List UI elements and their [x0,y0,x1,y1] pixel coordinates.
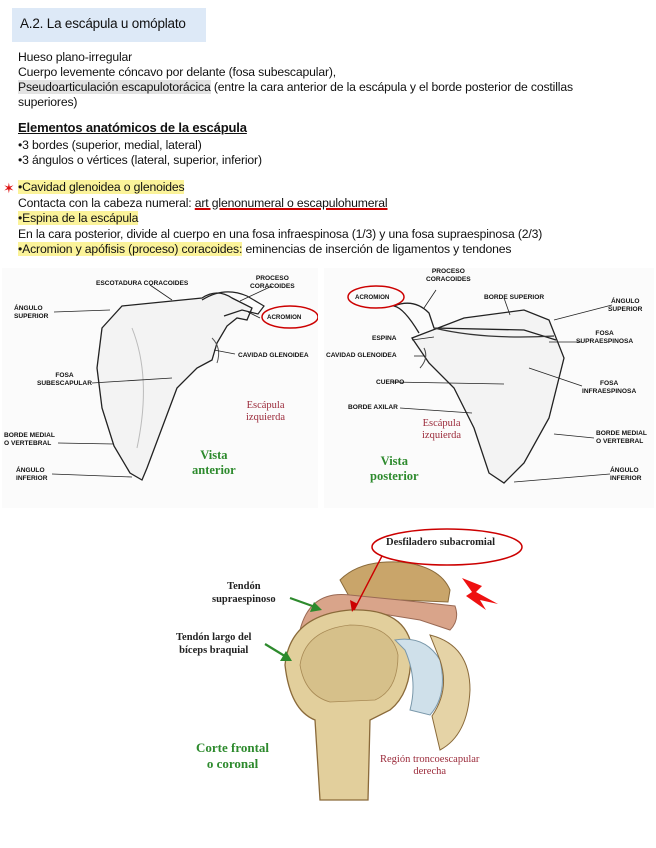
label-cavidad-glenoidea: CAVIDAD GLENOIDEA [238,352,309,360]
item-glenoid: •Cavidad glenoidea o glenoides [18,180,184,194]
coronal-section-drawing [0,520,656,820]
spine-highlight: •Espina de la escápula [18,211,138,225]
contact-text: Contacta con la cabeza numeral: [18,196,195,210]
label-borde-axilar: BORDE AXILAR [348,404,398,412]
label-cuerpo: CUERPO [376,379,404,387]
label-fosa-subescapular: FOSA SUBESCAPULAR [37,372,92,387]
label-tendon-biceps: Tendón largo del bíceps braquial [176,632,251,657]
label-vista-posterior: Vista posterior [370,454,419,484]
label-vista-anterior: Vista anterior [192,448,236,478]
acromion-text: eminencias de inserción de ligamentos y … [242,242,511,256]
item-spine: •Espina de la escápula [18,211,138,225]
label-corte-frontal: Corte frontal o coronal [196,740,269,771]
pseudo-highlight: Pseudoarticulación escapulotorácica [18,80,211,94]
label-angulo-inferior-post: ÁNGULO INFERIOR [610,467,642,482]
label-borde-superior: BORDE SUPERIOR [484,294,544,302]
label-angulo-inferior: ÁNGULO INFERIOR [16,467,48,482]
contact-underlined: art glenonumeral o escapulohumeral [195,196,388,210]
label-borde-medial-post: BORDE MEDIAL O VERTEBRAL [596,430,647,445]
item-contact: Contacta con la cabeza numeral: art glen… [18,196,388,210]
label-escapula-izquierda: Escápula izquierda [246,400,285,424]
glenoid-highlight: •Cavidad glenoidea o glenoides [18,180,184,194]
label-acromion: ACROMION [267,314,301,321]
intro-line-2: Cuerpo levemente cóncavo por delante (fo… [18,65,336,79]
item-acromion: •Acromion y apófisis (proceso) coracoide… [18,242,511,256]
label-proceso-coracoides-post: PROCESO CORACOIDES [426,268,471,283]
posterior-figure: PROCESO CORACOIDES ACROMION BORDE SUPERI… [324,268,654,508]
intro-line-1: Hueso plano-irregular [18,50,132,64]
label-desfiladero-subacromial: Desfiladero subacromial [386,537,495,550]
label-proceso-coracoides: PROCESO CORACOIDES [250,275,295,290]
coronal-figure: Desfiladero subacromial Tendón supraespi… [0,520,656,820]
label-escapula-izquierda-post: Escápula izquierda [422,418,461,442]
section-title: Elementos anatómicos de la escápula [18,120,247,135]
item-spine-desc: En la cara posterior, divide al cuerpo e… [18,227,542,241]
label-espina: ESPINA [372,335,397,343]
label-acromion-post: ACROMION [355,294,389,301]
label-fosa-supraespinosa: FOSA SUPRAESPINOSA [576,330,633,345]
label-escotadura: ESCOTADURA CORACOIDES [96,280,188,288]
page-title: A.2. La escápula u omóplato [20,16,186,31]
label-angulo-superior: ÁNGULO SUPERIOR [14,305,48,320]
item-bordes: •3 bordes (superior, medial, lateral) [18,138,202,152]
intro-line-3: Pseudoarticulación escapulotorácica (ent… [18,80,573,94]
intro-line-4: superiores) [18,95,77,109]
acromion-highlight: •Acromion y apófisis (proceso) coracoide… [18,242,242,256]
label-tendon-supraespinoso: Tendón supraespinoso [212,581,276,606]
label-region-troncoescapular: Región troncoescapular derecha [380,754,479,778]
label-angulo-superior-post: ÁNGULO SUPERIOR [608,298,642,313]
label-borde-medial: BORDE MEDIAL O VERTEBRAL [4,432,55,447]
anterior-scapula-drawing [2,268,318,508]
label-cavidad-glenoidea-post: CAVIDAD GLENOIDEA [326,352,397,360]
intro-line-3-rest: (entre la cara anterior de la escápula y… [211,80,573,94]
label-fosa-infraespinosa: FOSA INFRAESPINOSA [582,380,636,395]
anterior-figure: ESCOTADURA CORACOIDES PROCESO CORACOIDES… [2,268,318,508]
item-angulos: •3 ángulos o vértices (lateral, superior… [18,153,262,167]
star-icon: ✶ [3,180,15,197]
